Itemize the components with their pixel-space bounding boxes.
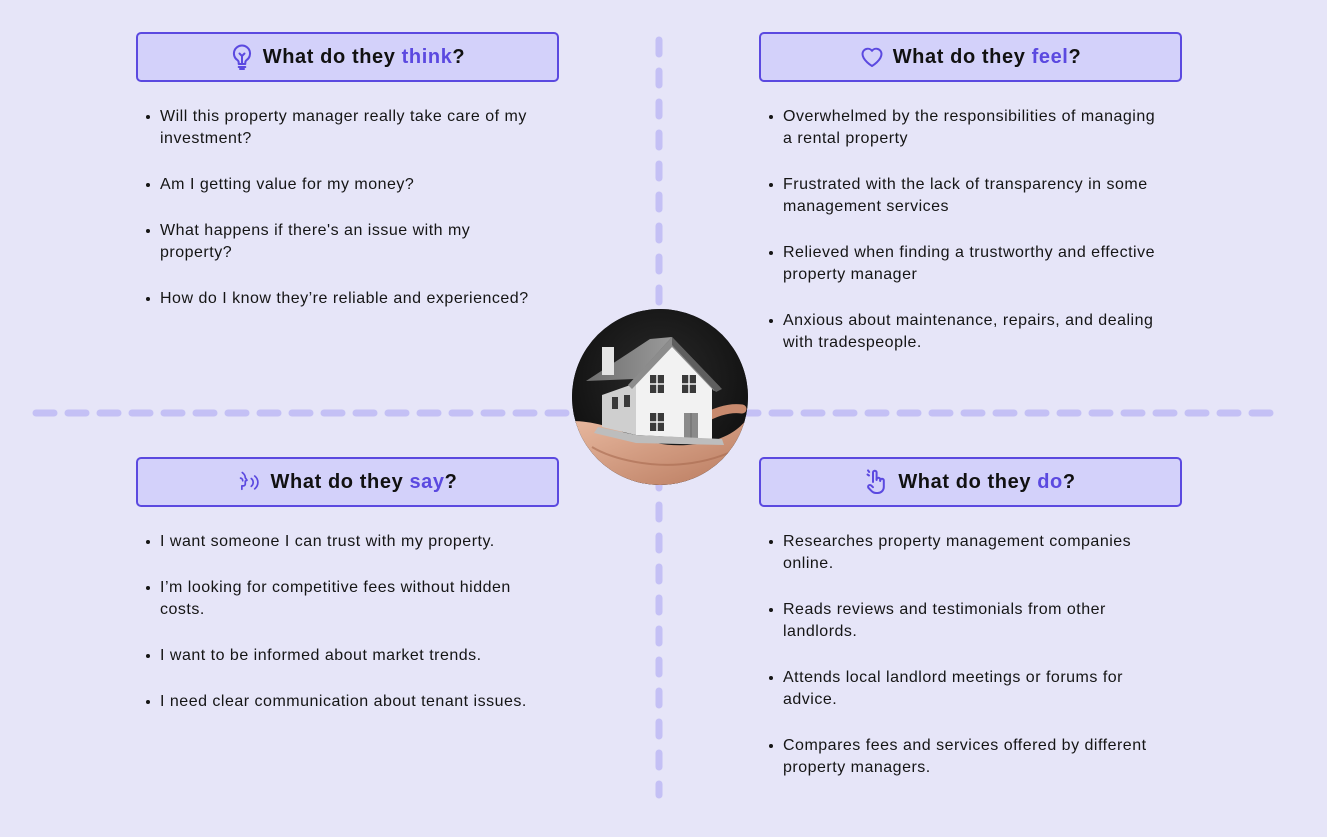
do-title-accent: do xyxy=(1037,470,1063,493)
lightbulb-icon xyxy=(230,44,254,70)
think-title-suffix: ? xyxy=(452,45,466,68)
think-title: What do they think? xyxy=(263,46,466,69)
say-title: What do they say? xyxy=(271,471,458,494)
say-list: I want someone I can trust with my prope… xyxy=(136,531,541,713)
list-item: Relieved when finding a trustworthy and … xyxy=(759,242,1164,286)
think-title-prefix: What do they xyxy=(262,45,402,68)
feel-list: Overwhelmed by the responsibilities of m… xyxy=(759,106,1164,354)
list-item: I’m looking for competitive fees without… xyxy=(136,577,541,621)
house-in-hand-image xyxy=(572,309,748,485)
list-item: Anxious about maintenance, repairs, and … xyxy=(759,310,1164,354)
list-item: Frustrated with the lack of transparency… xyxy=(759,174,1164,218)
say-header: What do they say? xyxy=(136,457,559,507)
list-item: Reads reviews and testimonials from othe… xyxy=(759,599,1164,643)
think-list: Will this property manager really take c… xyxy=(136,106,541,310)
heart-icon xyxy=(860,44,884,70)
do-header: What do they do? xyxy=(759,457,1182,507)
list-item: I need clear communication about tenant … xyxy=(136,691,541,713)
list-item: I want to be informed about market trend… xyxy=(136,645,541,667)
list-item: What happens if there's an issue with my… xyxy=(136,220,541,264)
say-title-accent: say xyxy=(409,470,445,493)
do-list: Researches property management companies… xyxy=(759,531,1164,779)
think-header: What do they think? xyxy=(136,32,559,82)
feel-quadrant: What do they feel? Overwhelmed by the re… xyxy=(759,32,1183,378)
list-item: Am I getting value for my money? xyxy=(136,174,541,196)
feel-title-accent: feel xyxy=(1031,45,1069,68)
list-item: I want someone I can trust with my prope… xyxy=(136,531,541,553)
say-title-prefix: What do they xyxy=(270,470,410,493)
list-item: Overwhelmed by the responsibilities of m… xyxy=(759,106,1164,150)
pointing-hand-icon xyxy=(865,469,889,495)
speaking-head-icon xyxy=(238,469,262,495)
list-item: Attends local landlord meetings or forum… xyxy=(759,667,1164,711)
say-title-suffix: ? xyxy=(444,470,458,493)
say-quadrant: What do they say? I want someone I can t… xyxy=(136,457,560,737)
think-title-accent: think xyxy=(401,45,453,68)
feel-title: What do they feel? xyxy=(893,46,1082,69)
list-item: Compares fees and services offered by di… xyxy=(759,735,1164,779)
feel-title-suffix: ? xyxy=(1068,45,1082,68)
list-item: How do I know they’re reliable and exper… xyxy=(136,288,541,310)
list-item: Will this property manager really take c… xyxy=(136,106,541,150)
do-title: What do they do? xyxy=(898,471,1075,494)
feel-title-prefix: What do they xyxy=(892,45,1032,68)
think-quadrant: What do they think? Will this property m… xyxy=(136,32,560,334)
do-title-suffix: ? xyxy=(1062,470,1076,493)
feel-header: What do they feel? xyxy=(759,32,1182,82)
do-quadrant: What do they do? Researches property man… xyxy=(759,457,1183,803)
do-title-prefix: What do they xyxy=(898,470,1038,493)
list-item: Researches property management companies… xyxy=(759,531,1164,575)
